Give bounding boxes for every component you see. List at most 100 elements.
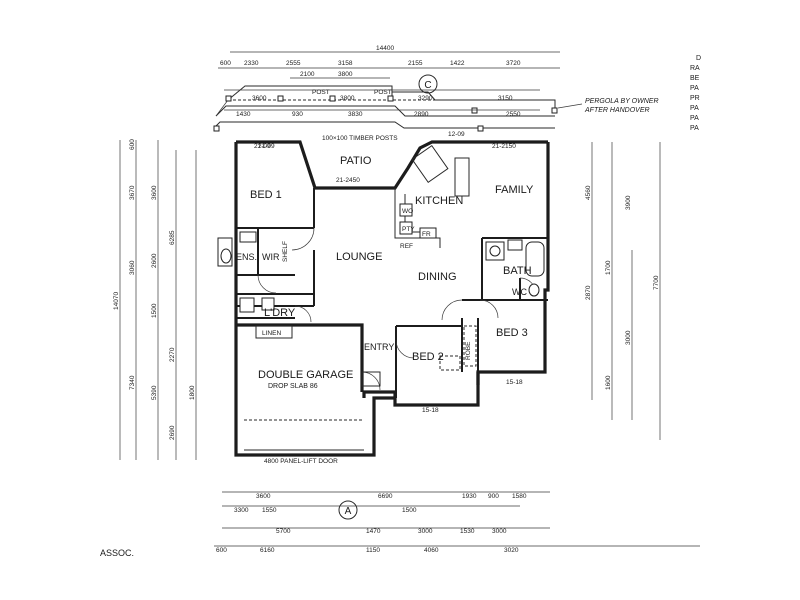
note-timber-posts: 100×100 TIMBER POSTS [322,135,398,142]
room-wc: WC [512,287,527,297]
dim-top-r1: 3720 [506,60,521,67]
edge-note: BE [690,75,700,82]
room-bed3: BED 3 [496,327,528,339]
edge-note: PA [690,125,699,132]
note-shelf: SHELF [282,241,289,262]
dim-top-overall: 14400 [376,45,394,52]
fixtures [217,203,545,451]
note-ref: REF [400,243,413,250]
note-post-2: POST [374,89,392,96]
marker-c-label: C [424,80,431,91]
dim-bottom-r4: 6160 [260,547,275,554]
section-markers: C A [338,74,438,520]
note-post-1: POST [312,89,330,96]
edge-note: PA [690,105,699,112]
marker-a [338,500,358,520]
dim-bottom-r3: 5700 [276,528,291,535]
note-pergola-1: PERGOLA BY OWNER [585,98,659,105]
dim-bottom-r2: 1500 [402,507,417,514]
room-garage: DOUBLE GARAGE [258,369,353,381]
dim-bottom-r1: 3600 [256,493,271,500]
room-entry: ENTRY [364,342,394,352]
room-labels: BED 1 PATIO KITCHEN FAMILY LOUNGE DINING… [236,155,534,390]
room-bed1: BED 1 [250,189,282,201]
note-patio-angle-1: 21-09 [254,143,271,150]
dim-right: 2870 [585,285,592,300]
dim-left-misc: 600 [129,139,136,150]
dim-top-r3: 3600 [252,95,267,102]
note-kitchen-angle: 21-2150 [492,143,516,150]
dim-top-r1: 2155 [408,60,423,67]
room-patio: PATIO [340,155,372,167]
dim-left-inner: 1500 [151,303,158,318]
marker-a-label: A [345,506,352,517]
dim-left-inner: 3600 [151,185,158,200]
note-bed2-window: 15-18 [422,407,439,414]
dim-top-r3: 3150 [498,95,513,102]
dim-left-misc: 2690 [169,425,176,440]
dim-left-inner: 2270 [169,347,176,362]
room-lounge: LOUNGE [336,251,382,263]
room-ldry: L'DRY [264,307,296,319]
note-wall-oven: WO [402,208,413,215]
dim-left-misc: 6285 [169,230,176,245]
dim-top-r1: 3158 [338,60,353,67]
dim-top-r1: 1422 [450,60,465,67]
plan-notes: PERGOLA BY OWNER AFTER HANDOVER 100×100 … [100,89,659,558]
room-family: FAMILY [495,184,534,196]
dim-bottom-r4: 600 [216,547,227,554]
dim-top-r1: 2555 [286,60,301,67]
dim-left-outer: 3060 [129,260,136,275]
note-pantry: PTY [402,226,415,233]
dim-bottom-r3: 3000 [418,528,433,535]
dim-right: 3900 [625,195,632,210]
note-linen: LINEN [262,330,281,337]
dim-right: 3000 [625,330,632,345]
dimension-text: 14400 600 2330 2555 3158 2155 1422 3720 … [113,45,701,554]
edge-note: PR [690,95,700,102]
note-assoc: ASSOC. [100,548,134,558]
dim-top-r4: 1430 [236,111,251,118]
dim-bottom-r3: 1530 [460,528,475,535]
dim-bottom-r1: 900 [488,493,499,500]
edge-note: RA [690,65,700,72]
room-wir: WIR [262,252,280,262]
dim-bottom-r3: 1470 [366,528,381,535]
room-dining: DINING [418,271,457,283]
dim-top-r3: 3290 [418,95,433,102]
dim-right: 1700 [605,260,612,275]
pergola-outline [213,85,558,132]
dim-bottom-r2: 3300 [234,507,249,514]
dim-left-outer: 3670 [129,185,136,200]
note-patio-angle-3: 12-09 [448,131,465,138]
dim-bottom-r3: 3000 [492,528,507,535]
note-bed3-window: 15-18 [506,379,523,386]
room-bed2: BED 2 [412,351,444,363]
garage-subtitle: DROP SLAB 86 [268,383,318,390]
dim-top-r2: 2100 [300,71,315,78]
note-patio-angle-2: 21-2450 [336,177,360,184]
dim-left-overall: 14070 [113,292,120,310]
dim-bottom-r2: 1550 [262,507,277,514]
dimension-lines [119,51,700,547]
dim-top-r2: 3800 [338,71,353,78]
dim-top-r4: 2890 [414,111,429,118]
dim-left-inner: 2600 [151,253,158,268]
note-fridge: FR [422,231,431,238]
room-kitchen: KITCHEN [415,195,463,207]
dim-bottom-r1: 1580 [512,493,527,500]
edge-note: D [696,55,701,62]
dim-top-r1: 2330 [244,60,259,67]
room-ens: ENS. [236,252,257,262]
dim-bottom-r4: 3020 [504,547,519,554]
note-pergola-2: AFTER HANDOVER [584,107,650,114]
dim-top-r4: 3830 [348,111,363,118]
note-panel-door: 4800 PANEL-LIFT DOOR [264,458,338,465]
dim-left-outer: 7340 [129,375,136,390]
dim-left-misc: 1800 [189,385,196,400]
interior-walls [236,144,548,398]
dim-top-r1: 600 [220,60,231,67]
dim-right: 4560 [585,185,592,200]
dim-left-inner: 5390 [151,385,158,400]
